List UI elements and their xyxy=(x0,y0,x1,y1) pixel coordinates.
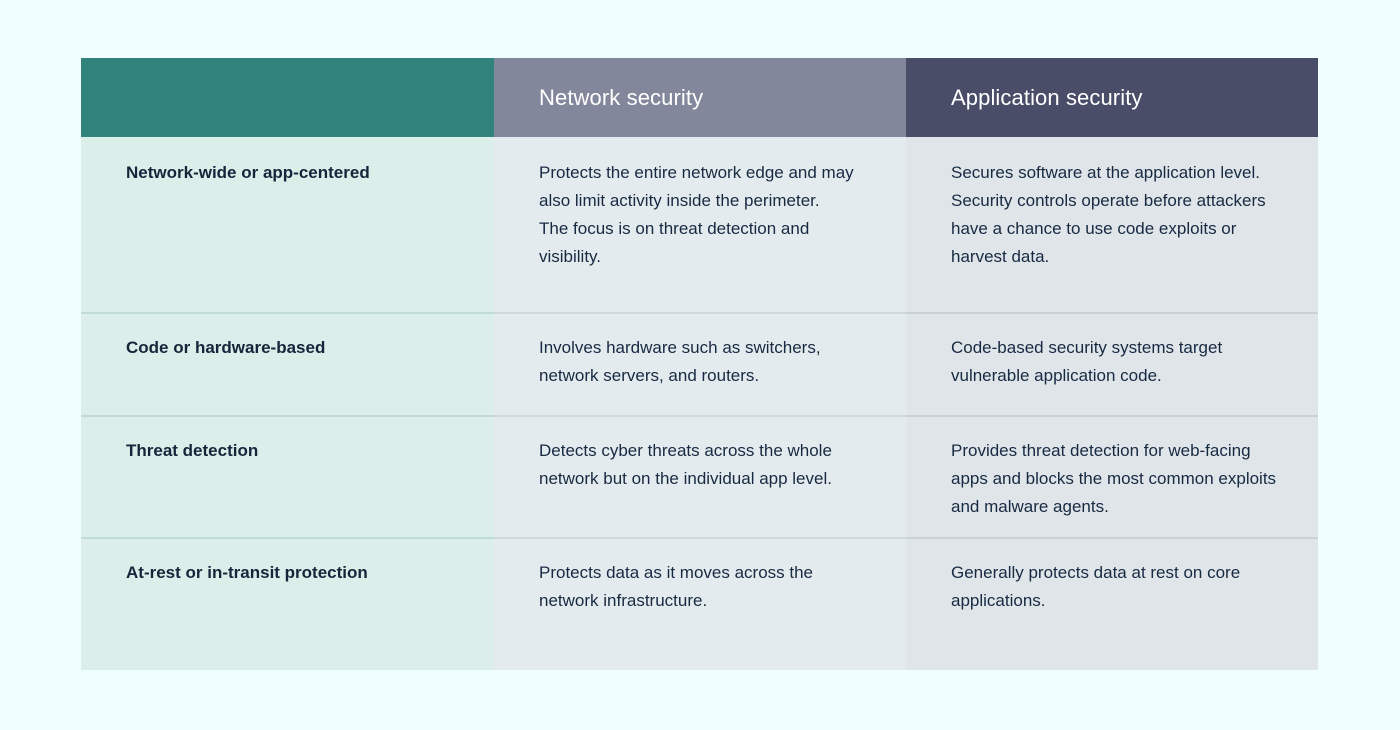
comparison-table: Network security Application security Ne… xyxy=(81,58,1318,670)
cell-application-security: Provides threat detection for web-facing… xyxy=(906,415,1318,537)
table-body: Network-wide or app-centered Protects th… xyxy=(81,137,1318,670)
column-header-network-security: Network security xyxy=(494,58,906,137)
cell-network-security: Detects cyber threats across the whole n… xyxy=(494,415,906,537)
cell-paragraph: Involves hardware such as switchers, net… xyxy=(539,338,821,385)
cell-paragraph: Protects the entire network edge and may… xyxy=(539,163,854,210)
cell-network-security: Protects the entire network edge and may… xyxy=(494,137,906,312)
table-row: Threat detection Detects cyber threats a… xyxy=(81,415,1318,537)
cell-network-security: Involves hardware such as switchers, net… xyxy=(494,312,906,415)
row-label: Threat detection xyxy=(81,415,494,537)
table-row: Code or hardware-based Involves hardware… xyxy=(81,312,1318,415)
column-header-criteria xyxy=(81,58,494,137)
cell-paragraph: The focus is on threat detection and vis… xyxy=(539,219,810,266)
cell-paragraph: Security controls operate before attacke… xyxy=(951,191,1266,266)
cell-application-security: Code-based security systems target vulne… xyxy=(906,312,1318,415)
cell-paragraph: Provides threat detection for web-facing… xyxy=(951,441,1277,516)
cell-paragraph: Secures software at the application leve… xyxy=(951,163,1261,182)
cell-paragraph: Generally protects data at rest on core … xyxy=(951,563,1241,610)
cell-application-security: Secures software at the application leve… xyxy=(906,137,1318,312)
table-row: At-rest or in-transit protection Protect… xyxy=(81,537,1318,670)
cell-application-security: Generally protects data at rest on core … xyxy=(906,537,1318,670)
table-row: Network-wide or app-centered Protects th… xyxy=(81,137,1318,312)
row-label: Network-wide or app-centered xyxy=(81,137,494,312)
cell-paragraph: Code-based security systems target vulne… xyxy=(951,338,1223,385)
cell-paragraph: Detects cyber threats across the whole n… xyxy=(539,441,832,488)
table-header-row: Network security Application security xyxy=(81,58,1318,137)
row-label: At-rest or in-transit protection xyxy=(81,537,494,670)
cell-network-security: Protects data as it moves across the net… xyxy=(494,537,906,670)
column-header-application-security: Application security xyxy=(906,58,1318,137)
row-label: Code or hardware-based xyxy=(81,312,494,415)
cell-paragraph: Protects data as it moves across the net… xyxy=(539,563,814,610)
